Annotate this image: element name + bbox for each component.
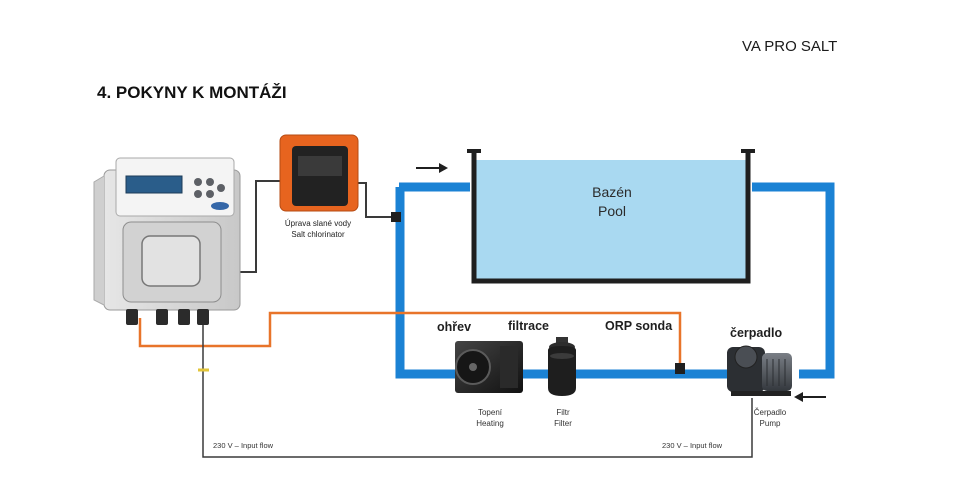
control-unit-button-icon [194, 190, 202, 198]
cell-fitting [391, 212, 401, 222]
orp-probe-fitting [675, 363, 685, 374]
filter-label-en: Filter [554, 419, 572, 428]
water-pipe-loop [395, 182, 835, 379]
heater-label-en: Heating [476, 419, 504, 428]
control-unit-cover [141, 235, 201, 287]
control-unit [93, 157, 241, 325]
mains-input-cable: 230 V – Input flow 230 V – Input flow [198, 314, 753, 458]
salt-chlorinator: Úprava slané vody Salt chlorinator [279, 134, 359, 239]
control-unit-display [125, 175, 183, 194]
control-unit-button-icon [194, 178, 202, 186]
pool-label-en: Pool [598, 203, 626, 219]
pump-title: čerpadlo [730, 326, 782, 340]
input-flow-label-left: 230 V – Input flow [213, 441, 274, 450]
flow-arrow-return-icon [794, 392, 826, 402]
pump-label-cz: Čerpadlo [754, 408, 787, 417]
cable-gland-icon [156, 309, 168, 325]
orp-probe-title: ORP sonda [605, 319, 673, 333]
heat-pump: ohřev Topení Heating [437, 320, 523, 428]
cable-gland-icon [178, 309, 190, 325]
filter-title: filtrace [508, 319, 549, 333]
pool-pump: čerpadlo Čerpadlo Pump [727, 326, 792, 428]
sand-filter: filtrace Filtr Filter [508, 319, 576, 428]
flow-arrow-inlet-icon [416, 163, 448, 173]
document-header-brand: VA PRO SALT [742, 38, 838, 55]
chlorinator-label-cz: Úprava slané vody [285, 219, 351, 228]
orp-probe-cable [138, 311, 685, 374]
chlorinator-label-en: Salt chlorinator [291, 230, 345, 239]
heater-label-cz: Topení [478, 408, 503, 417]
control-unit-button-icon [206, 178, 214, 186]
control-unit-button-icon [206, 190, 214, 198]
section-title: 4. POKYNY K MONTÁŽI [97, 83, 287, 102]
control-unit-button-icon [217, 184, 225, 192]
pump-label-en: Pump [760, 419, 781, 428]
cable-gland-icon [126, 309, 138, 325]
pool-basin: Bazén Pool [467, 149, 755, 284]
pool-label-cz: Bazén [592, 184, 632, 200]
input-flow-label-right: 230 V – Input flow [662, 441, 723, 450]
filter-label-cz: Filtr [556, 408, 570, 417]
heater-title: ohřev [437, 320, 471, 334]
cable-gland-icon [197, 309, 209, 325]
control-unit-logo-icon [211, 202, 229, 210]
